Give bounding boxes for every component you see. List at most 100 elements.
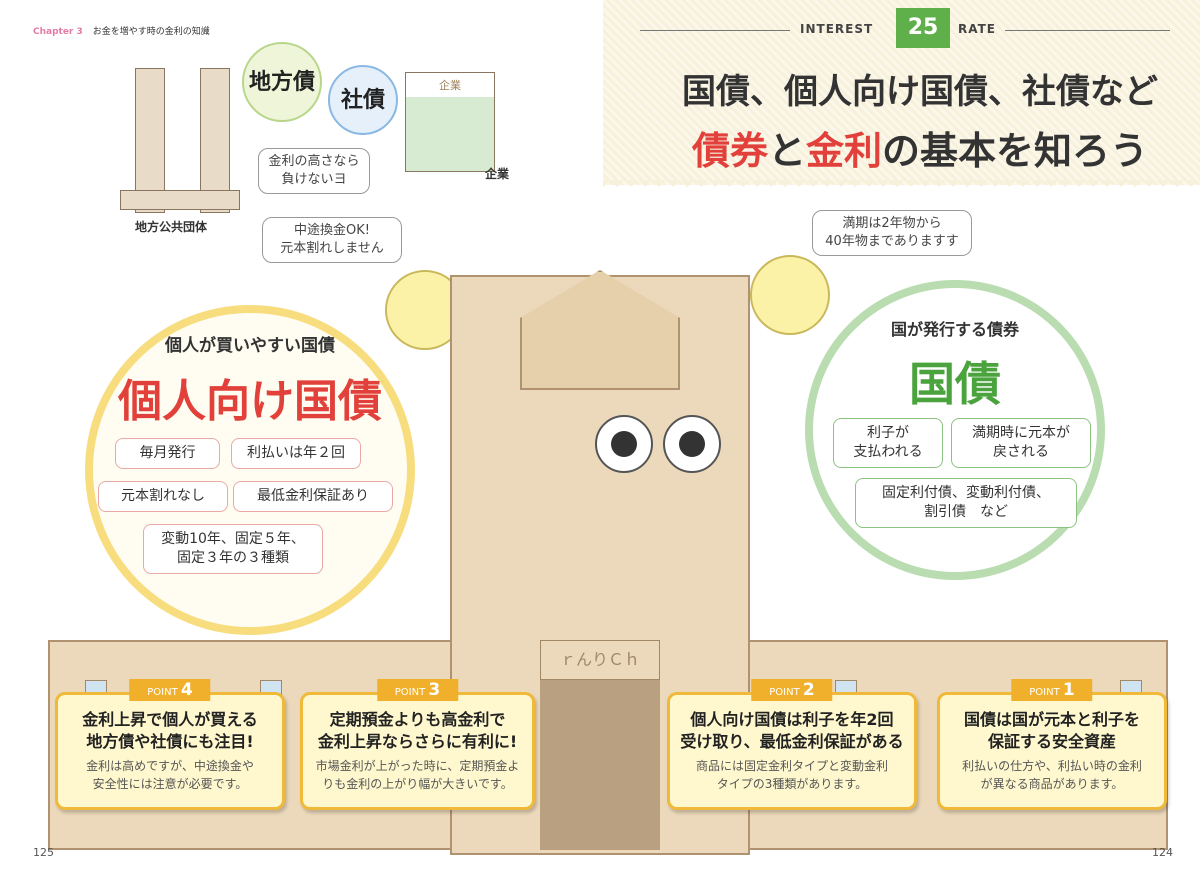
title-text: と xyxy=(767,129,806,173)
page-title-line1: 国債、個人向け国債、社債など xyxy=(682,72,1158,112)
heading-line: 受け取り、最低金利保証がある xyxy=(680,732,904,751)
divider xyxy=(640,30,790,31)
tower-left-illustration xyxy=(135,68,165,213)
pill-line: 固定３年の３種類 xyxy=(177,550,289,566)
pill-line: 変動10年、固定５年、 xyxy=(161,531,305,547)
point-body: 商品には固定金利タイプと変動金利タイプの3種類があります。 xyxy=(670,757,914,793)
kojin-muke-kokusai-circle: 個人が買いやすい国債 個人向け国債 毎月発行 利払いは年２回 元本割れなし 最低… xyxy=(85,305,415,635)
company-label: 企業 xyxy=(485,167,510,181)
body-line: 金利は高めですが、中途換金や xyxy=(86,759,254,773)
feature-pill: 変動10年、固定５年、固定３年の３種類 xyxy=(143,524,323,574)
circle-subtitle: 個人が買いやすい国債 xyxy=(165,336,335,356)
feature-pill: 毎月発行 xyxy=(115,438,220,469)
point-number: 1 xyxy=(1062,680,1075,700)
point-tag: POINT 4 xyxy=(129,679,211,701)
circle-title: 個人向け国債 xyxy=(118,376,382,427)
point-card-2: POINT 2 個人向け国債は利子を年2回受け取り、最低金利保証がある 商品には… xyxy=(667,679,917,810)
body-line: 商品には固定金利タイプと変動金利 xyxy=(695,759,888,773)
point-card-1: POINT 1 国債は国が元本と利子を保証する安全資産 利払いの仕方や、利払い時… xyxy=(937,679,1167,810)
feature-pill: 満期時に元本が戻される xyxy=(951,418,1091,468)
heading-line: 金利上昇で個人が買える xyxy=(82,710,258,729)
section-number: 25 xyxy=(896,8,950,48)
eye-left xyxy=(595,415,653,473)
point-body: 利払いの仕方や、利払い時の金利が異なる商品があります。 xyxy=(940,757,1164,793)
page-title-line2: 債券と金利の基本を知ろう xyxy=(660,120,1180,175)
heading-line: 定期預金よりも高金利で xyxy=(329,710,506,729)
point-card-4: POINT 4 金利上昇で個人が買える地方債や社債にも注目! 金利は高めですが、… xyxy=(55,679,285,810)
company-building-illustration: 企業 xyxy=(405,72,495,172)
heading-line: 地方債や社債にも注目! xyxy=(86,732,254,751)
divider xyxy=(1005,30,1170,31)
point-body: 市場金利が上がった時に、定期預金よりも金利の上がり幅が大きいです。 xyxy=(303,757,532,793)
point-number: 2 xyxy=(802,680,815,700)
bubble-line: 満期は2年物から xyxy=(842,216,942,231)
title-word-bonds: 債券 xyxy=(691,129,768,173)
body-line: 利払いの仕方や、利払い時の金利 xyxy=(962,759,1142,773)
point-heading: 金利上昇で個人が買える地方債や社債にも注目! xyxy=(58,709,282,753)
company-sign: 企業 xyxy=(406,73,494,97)
feature-pill: 固定利付債、変動利付債、割引債 など xyxy=(855,478,1077,528)
local-gov-label: 地方公共団体 xyxy=(135,220,208,234)
page-number-left: 125 xyxy=(33,846,54,859)
chihousai-circle: 地方債 xyxy=(242,42,322,122)
building-door xyxy=(540,680,660,850)
feature-pill: 最低金利保証あり xyxy=(233,481,393,512)
feature-pill: 利払いは年２回 xyxy=(231,438,361,469)
bubble-line: 負けないヨ xyxy=(281,172,347,187)
point-tag: POINT 2 xyxy=(751,679,833,701)
pill-line: 割引債 など xyxy=(924,504,1008,520)
eye-right xyxy=(663,415,721,473)
header-zigzag xyxy=(603,180,1200,194)
pill-line: 戻される xyxy=(993,444,1049,460)
rate-label: RATE xyxy=(958,22,996,36)
chapter-header: Chapter 3 お金を増やす時の金利の知識 xyxy=(33,24,210,37)
interest-label: INTEREST xyxy=(800,22,874,36)
point-tag-label: POINT xyxy=(1029,687,1060,698)
mascot-right xyxy=(750,255,830,335)
gov-building-base xyxy=(120,190,240,210)
bubble-line: 元本割れしません xyxy=(280,241,384,256)
feature-pill: 元本割れなし xyxy=(98,481,228,512)
point-heading: 個人向け国債は利子を年2回受け取り、最低金利保証がある xyxy=(670,709,914,753)
bubble-line: 金利の高さなら xyxy=(268,154,360,169)
point-body: 金利は高めですが、中途換金や安全性には注意が必要です。 xyxy=(58,757,282,793)
speech-bubble-rate: 金利の高さなら負けないヨ xyxy=(258,148,370,194)
title-word-rate: 金利 xyxy=(806,129,883,173)
point-number: 4 xyxy=(180,680,193,700)
body-line: 市場金利が上がった時に、定期預金よ xyxy=(315,759,520,773)
point-tag: POINT 1 xyxy=(1011,679,1093,701)
heading-line: 金利上昇ならさらに有利に! xyxy=(317,732,518,751)
point-tag-label: POINT xyxy=(147,687,178,698)
point-heading: 定期預金よりも高金利で金利上昇ならさらに有利に! xyxy=(303,709,532,753)
point-tag-label: POINT xyxy=(769,687,800,698)
bubble-line: 中途換金OK! xyxy=(294,223,370,238)
point-number: 3 xyxy=(428,680,441,700)
title-text: の基本を知ろう xyxy=(882,129,1149,173)
tower-right-illustration xyxy=(200,68,230,213)
body-line: 安全性には注意が必要です。 xyxy=(92,777,248,791)
heading-line: 保証する安全資産 xyxy=(987,732,1116,751)
point-tag-label: POINT xyxy=(394,687,426,698)
point-card-3: POINT 3 定期預金よりも高金利で金利上昇ならさらに有利に! 市場金利が上が… xyxy=(300,679,535,810)
point-tag: POINT 3 xyxy=(376,679,459,701)
pill-line: 固定利付債、変動利付債、 xyxy=(882,485,1050,501)
chapter-label: Chapter 3 xyxy=(33,27,83,37)
building-sign: ｒんりＣｈ xyxy=(540,640,660,680)
circle-subtitle: 国が発行する債券 xyxy=(890,320,1019,339)
kokusai-circle: 国が発行する債券 国債 利子が支払われる 満期時に元本が戻される 固定利付債、変… xyxy=(805,280,1105,580)
chapter-title: お金を増やす時の金利の知識 xyxy=(92,27,210,37)
pill-line: 利子が xyxy=(867,425,909,441)
circle-title: 国債 xyxy=(909,357,1001,411)
body-line: が異なる商品があります。 xyxy=(980,777,1124,791)
body-line: りも金利の上がり幅が大きいです。 xyxy=(322,777,513,791)
bubble-line: 40年物までありますす xyxy=(825,234,959,249)
point-heading: 国債は国が元本と利子を保証する安全資産 xyxy=(940,709,1164,753)
speech-bubble-cash: 中途換金OK! 元本割れしません xyxy=(262,217,402,263)
heading-line: 個人向け国債は利子を年2回 xyxy=(690,710,894,729)
speech-bubble-term: 満期は2年物から 40年物までありますす xyxy=(812,210,972,256)
body-line: タイプの3種類があります。 xyxy=(716,777,868,791)
heading-line: 国債は国が元本と利子を xyxy=(963,710,1140,729)
pill-line: 支払われる xyxy=(853,444,923,460)
pill-line: 満期時に元本が xyxy=(972,425,1070,441)
page-number-right: 124 xyxy=(1152,846,1173,859)
